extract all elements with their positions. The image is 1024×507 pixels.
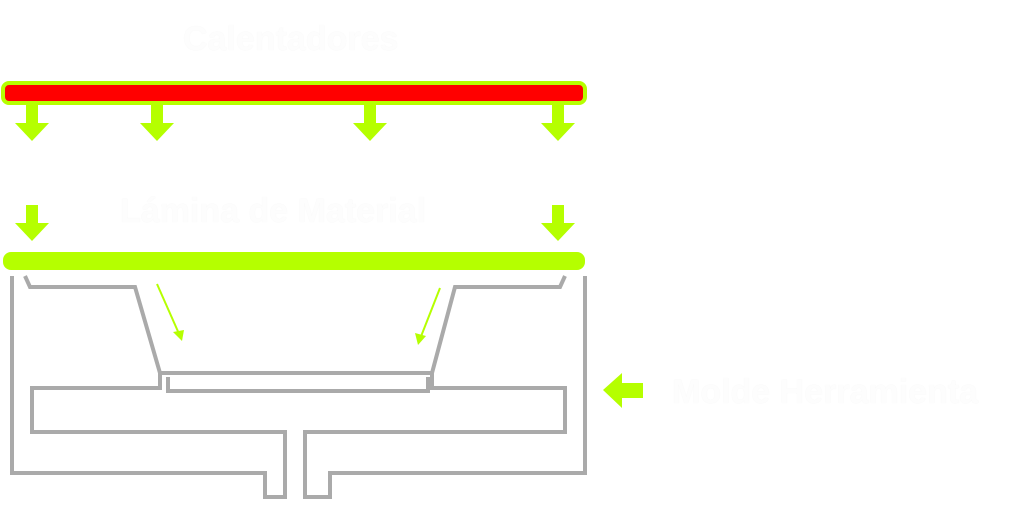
arrow-down-icon (15, 205, 49, 241)
mold-label: Molde Herramienta (672, 373, 979, 411)
sheet-label: Lámina de Material (120, 192, 427, 230)
mold-tool (10, 275, 587, 499)
heater-bar (1, 81, 587, 105)
arrow-down-icon (140, 105, 174, 141)
arrow-left-icon (603, 373, 643, 408)
arrow-down-icon (353, 105, 387, 141)
arrow-down-icon (15, 105, 49, 141)
arrow-diagonal-icon (156, 283, 184, 341)
material-sheet (3, 252, 585, 270)
arrow-down-icon (541, 105, 575, 141)
heaters-label: Calentadores (183, 20, 399, 58)
arrow-down-icon (541, 205, 575, 241)
arrow-diagonal-icon (415, 287, 441, 345)
